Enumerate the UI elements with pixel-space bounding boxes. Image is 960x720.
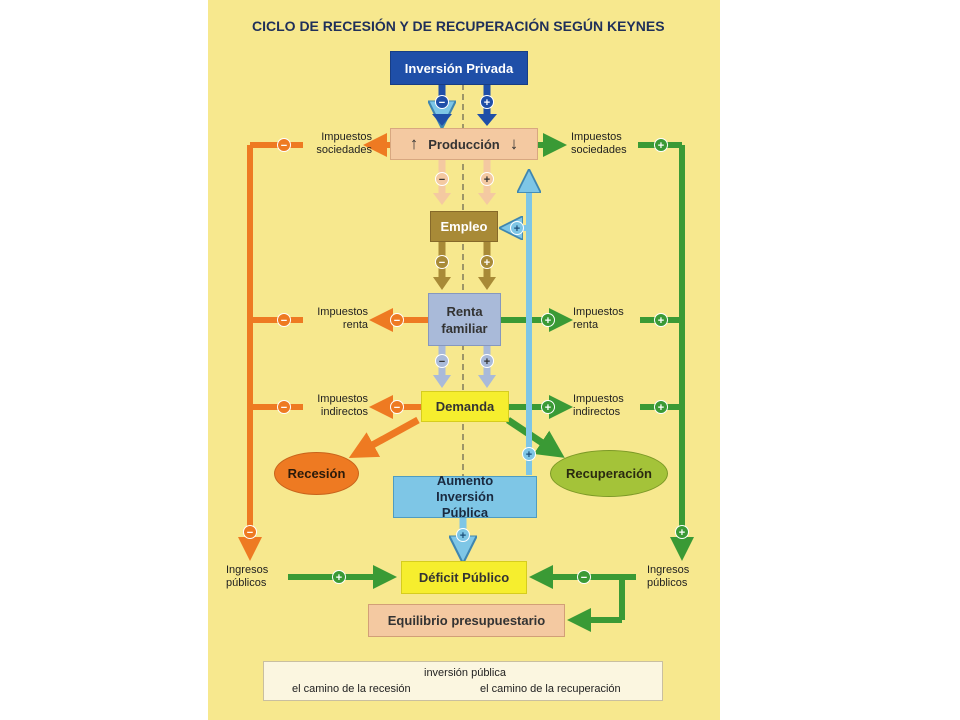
sign-renta-minus	[435, 354, 449, 368]
arrowhead-produccion-plus	[478, 193, 496, 205]
sign-empleo-minus-text: −	[439, 257, 445, 269]
sign-left-renta-arrow	[390, 313, 404, 327]
sign-left-trunk-bottom	[243, 525, 257, 539]
label-impuestos-indirectos-left: Impuestos indirectos	[317, 393, 368, 418]
sign-right-trunk-bottom-text: +	[679, 527, 685, 539]
keynes-cycle-diagram: − + − + − + − + + + + − − − − − −	[238, 84, 694, 701]
arrowhead-produccion-minus	[433, 193, 451, 205]
recession-arrow-demanda-recesion	[348, 416, 420, 459]
node-renta-familiar: Renta familiar	[428, 293, 501, 346]
sign-renta-minus-text: −	[439, 356, 445, 368]
sign-prod-plus	[480, 172, 494, 186]
label-ingresos-publicos-right: Ingresos públicos	[647, 564, 690, 589]
sign-markers: − + − + − + − + + + + − − − − − −	[243, 95, 689, 584]
sign-right-trunk-sociedades-text: +	[658, 140, 664, 152]
sign-bottom-left-plus	[332, 570, 346, 584]
arrowhead-renta-plus	[478, 375, 496, 388]
sign-empleo-plus	[480, 255, 494, 269]
node-equilibrio-presupuestario: Equilibrio presupuestario	[368, 604, 565, 637]
arrowhead-empleo-plus	[478, 277, 496, 290]
label-ingresos-publicos-left: Ingresos públicos	[226, 564, 269, 589]
sign-empleo-public-plus-text: +	[514, 223, 520, 235]
sign-public-line-plus-text: +	[526, 449, 532, 461]
label-impuestos-sociedades-left: Impuestos sociedades	[316, 131, 372, 156]
sign-prod-plus-text: +	[484, 174, 490, 186]
node-recesion: Recesión	[274, 452, 359, 495]
sign-left-trunk-indirectos	[277, 400, 291, 414]
sign-right-renta-arrow-text: +	[545, 315, 551, 327]
sign-bottom-right-minus	[577, 570, 591, 584]
sign-private-plus-text: +	[484, 97, 490, 109]
sign-private-plus	[480, 95, 494, 109]
diagram-title: CICLO DE RECESIÓN Y DE RECUPERACIÓN SEGÚ…	[252, 18, 665, 34]
sign-right-indirectos-arrow	[541, 400, 555, 414]
legend-box	[263, 661, 663, 701]
sign-renta-plus-text: +	[484, 356, 490, 368]
sign-left-trunk-sociedades-text: −	[281, 140, 287, 152]
sign-right-trunk-bottom	[675, 525, 689, 539]
sign-public-deficit-plus-text: +	[460, 530, 466, 542]
node-recuperacion: Recuperación	[550, 450, 668, 497]
sign-left-trunk-bottom-text: −	[247, 527, 253, 539]
produccion-up-icon: ↑	[409, 134, 419, 153]
private-arrowhead-minus	[432, 114, 452, 126]
sign-left-trunk-renta-text: −	[281, 315, 287, 327]
label-impuestos-indirectos-right: Impuestos indirectos	[573, 393, 624, 418]
legend-camino-recuperacion: el camino de la recuperación	[480, 683, 621, 695]
sign-right-trunk-indirectos	[654, 400, 668, 414]
sign-private-minus	[435, 95, 449, 109]
diagram-background	[208, 0, 720, 720]
node-deficit-publico: Déficit Público	[401, 561, 527, 594]
sign-empleo-minus	[435, 255, 449, 269]
sign-empleo-plus-text: +	[484, 257, 490, 269]
node-demanda: Demanda	[421, 391, 509, 422]
sign-renta-plus	[480, 354, 494, 368]
sign-left-renta-arrow-text: −	[394, 315, 400, 327]
sign-prod-minus-text: −	[439, 174, 445, 186]
node-aumento-inversion-publica: Aumento Inversión Pública	[393, 473, 537, 520]
sign-private-minus-text: −	[439, 97, 445, 109]
label-impuestos-renta-left: Impuestos renta	[317, 306, 368, 331]
produccion-label: Producción	[428, 136, 500, 152]
legend-inversion-publica: inversión pública	[424, 667, 506, 679]
sign-left-trunk-indirectos-text: −	[281, 402, 287, 414]
node-inversion-privada: Inversión Privada	[390, 51, 528, 85]
sign-left-indirectos-arrow-text: −	[394, 402, 400, 414]
sign-bottom-right-minus-text: −	[581, 572, 587, 584]
sign-left-trunk-renta	[277, 313, 291, 327]
arrowhead-empleo-minus	[433, 277, 451, 290]
label-impuestos-sociedades-right: Impuestos sociedades	[571, 131, 627, 156]
label-impuestos-renta-right: Impuestos renta	[573, 306, 624, 331]
legend-camino-recesion: el camino de la recesión	[292, 683, 411, 695]
node-produccion: ↑ Producción ↓	[390, 128, 538, 160]
produccion-down-icon: ↓	[509, 134, 519, 153]
sign-public-deficit-plus	[456, 528, 470, 542]
sign-right-trunk-renta	[654, 313, 668, 327]
sign-right-indirectos-arrow-text: +	[545, 402, 551, 414]
sign-empleo-public-plus	[510, 221, 524, 235]
sign-right-renta-arrow	[541, 313, 555, 327]
sign-left-indirectos-arrow	[390, 400, 404, 414]
private-arrowhead-plus	[477, 114, 497, 126]
sign-bottom-left-plus-text: +	[336, 572, 342, 584]
sign-right-trunk-indirectos-text: +	[658, 402, 664, 414]
sign-public-line-plus	[522, 447, 536, 461]
sign-right-trunk-sociedades	[654, 138, 668, 152]
sign-right-trunk-renta-text: +	[658, 315, 664, 327]
arrowhead-renta-minus	[433, 375, 451, 388]
node-empleo: Empleo	[430, 211, 498, 242]
sign-prod-minus	[435, 172, 449, 186]
sign-left-trunk-sociedades	[277, 138, 291, 152]
